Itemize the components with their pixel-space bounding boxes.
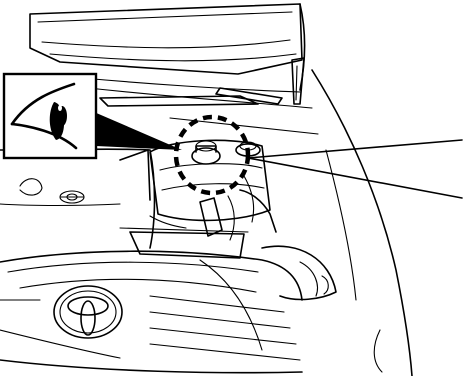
- hood-support-rod: [292, 58, 304, 104]
- highlight-circle: [176, 117, 248, 193]
- eye-inset: [4, 74, 96, 158]
- front-emblem: [54, 286, 122, 338]
- right-fender: [312, 70, 412, 376]
- front-grille: [0, 251, 302, 372]
- engine-cover-emblem: [60, 191, 84, 203]
- headlight: [262, 246, 336, 299]
- inset-pointer-wedge: [94, 112, 182, 150]
- callout-lines: [248, 140, 462, 198]
